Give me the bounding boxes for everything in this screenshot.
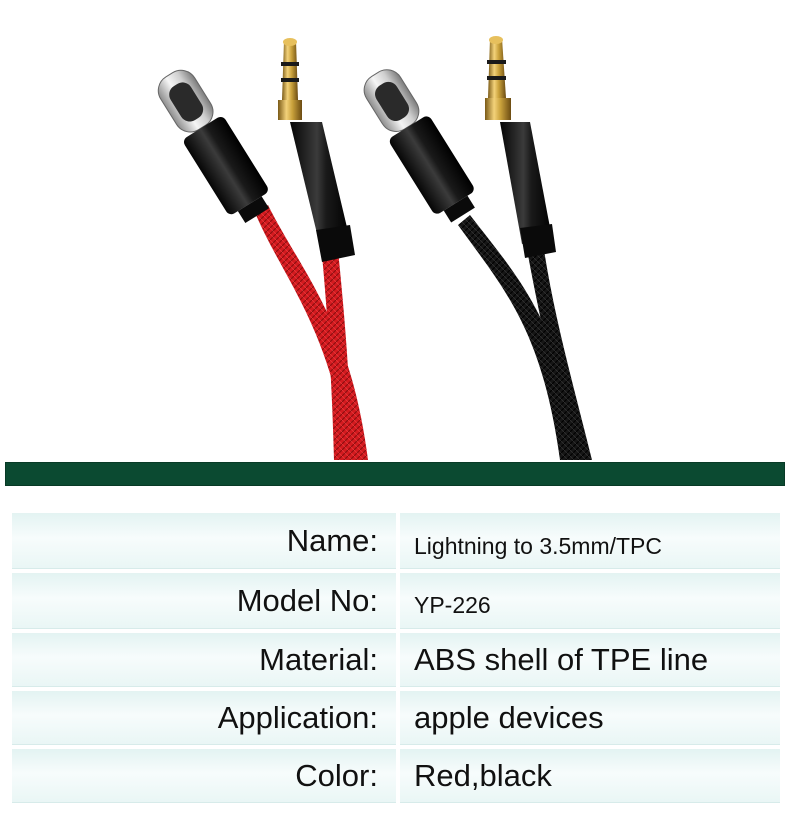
cable-pair-image — [157, 36, 592, 460]
spec-value: Red,black — [400, 749, 780, 803]
spec-label: Model No: — [12, 573, 396, 629]
spec-label: Application: — [12, 691, 396, 745]
spec-row-color: Color: Red,black — [12, 749, 780, 803]
spec-row-material: Material: ABS shell of TPE line — [12, 633, 780, 687]
spec-table: Name: Lightning to 3.5mm/TPC Model No: Y… — [12, 513, 780, 807]
spec-label: Material: — [12, 633, 396, 687]
spec-value: ABS shell of TPE line — [400, 633, 780, 687]
spec-value: Lightning to 3.5mm/TPC — [400, 513, 780, 569]
spec-label: Name: — [12, 513, 396, 569]
red-cable — [157, 38, 368, 460]
spec-value: apple devices — [400, 691, 780, 745]
spec-value: YP-226 — [400, 573, 780, 629]
product-image — [157, 36, 592, 460]
spec-row-application: Application: apple devices — [12, 691, 780, 745]
spec-label: Color: — [12, 749, 396, 803]
spec-row-model: Model No: YP-226 — [12, 573, 780, 629]
black-cable — [363, 36, 592, 460]
section-divider — [5, 462, 785, 486]
spec-row-name: Name: Lightning to 3.5mm/TPC — [12, 513, 780, 569]
